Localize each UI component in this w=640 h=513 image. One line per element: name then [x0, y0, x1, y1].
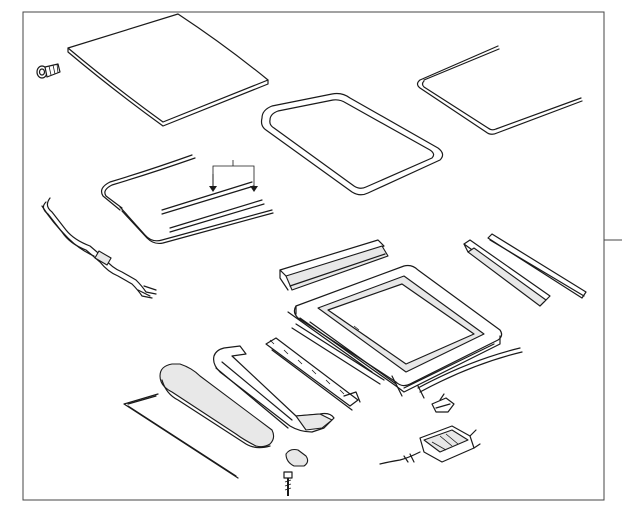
clip-small[interactable] — [431, 393, 455, 413]
wind-deflector-cables[interactable] — [100, 154, 274, 245]
rear-seal-strip[interactable] — [123, 393, 239, 479]
screw-bottom[interactable] — [283, 471, 293, 496]
right-guide-rail[interactable] — [463, 239, 551, 307]
right-guide-rail-2[interactable] — [487, 233, 587, 299]
side-strip[interactable] — [417, 347, 523, 393]
glass-panel[interactable] — [260, 92, 444, 196]
motor-unit[interactable] — [379, 425, 481, 465]
drain-hose-assembly[interactable] — [41, 197, 157, 299]
left-rail-strip[interactable] — [287, 311, 373, 373]
cap-piece[interactable] — [285, 448, 309, 467]
rear-deflector[interactable] — [265, 337, 361, 411]
sunshade[interactable] — [159, 363, 275, 449]
roof-panel[interactable] — [67, 13, 269, 127]
sunroof-frame[interactable] — [291, 264, 503, 399]
front-cross-member[interactable] — [279, 239, 389, 291]
bolt-top[interactable] — [36, 63, 61, 79]
sunshade-trim[interactable] — [213, 345, 335, 433]
outer-seal[interactable] — [416, 45, 583, 135]
diagram-border — [22, 11, 605, 501]
